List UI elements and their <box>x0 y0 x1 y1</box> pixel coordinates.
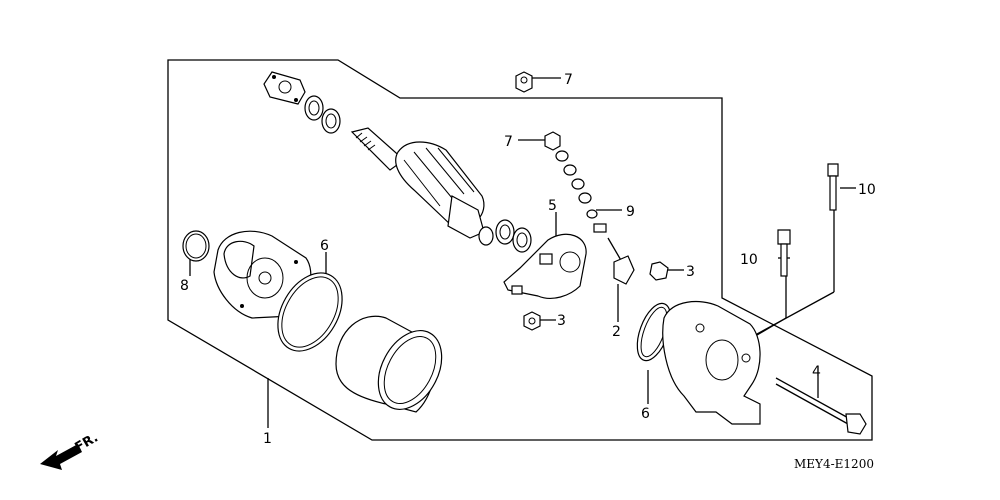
diagram-code: MEY4-E1200 <box>794 457 874 471</box>
brush-holder-plate <box>263 71 306 105</box>
callout-4: 4 <box>812 364 821 380</box>
brush-plate-5 <box>503 233 587 299</box>
terminal-bolt-2 <box>607 237 635 285</box>
nut-3-right <box>649 261 669 281</box>
assembly-boundary <box>167 59 873 441</box>
callout-5: 5 <box>548 198 557 214</box>
nut-7-top <box>515 71 533 93</box>
callout-2: 2 <box>612 324 621 340</box>
callout-6-rear: 6 <box>641 406 650 422</box>
o-ring-8 <box>182 230 210 262</box>
armature-end-washers <box>495 219 532 253</box>
callout-9: 9 <box>626 204 635 220</box>
callout-6-front: 6 <box>320 238 329 254</box>
rear-cover <box>662 300 761 425</box>
o-ring-6-front <box>277 272 343 352</box>
bolt-10-upper <box>827 163 839 211</box>
callout-7-top: 7 <box>564 72 573 88</box>
callout-8: 8 <box>180 278 189 294</box>
callout-3-right: 3 <box>686 264 695 280</box>
long-bolt-4 <box>775 377 867 435</box>
callout-10-upper: 10 <box>858 182 876 198</box>
thrust-washers <box>304 95 341 134</box>
yoke <box>335 315 443 413</box>
callout-1: 1 <box>263 431 272 447</box>
nut-3-lower <box>523 311 541 331</box>
front-direction-arrow-icon <box>40 444 82 470</box>
bolt-10-lower <box>777 229 791 277</box>
callout-labels: 1 2 3 3 4 5 6 6 7 7 8 9 10 10 <box>180 72 876 447</box>
callout-10-lower: 10 <box>740 252 758 268</box>
washer-stack <box>544 131 607 233</box>
callout-7-mid: 7 <box>504 134 513 150</box>
armature <box>350 127 494 246</box>
front-label: FR. <box>73 430 101 455</box>
callout-3-lower: 3 <box>557 313 566 329</box>
